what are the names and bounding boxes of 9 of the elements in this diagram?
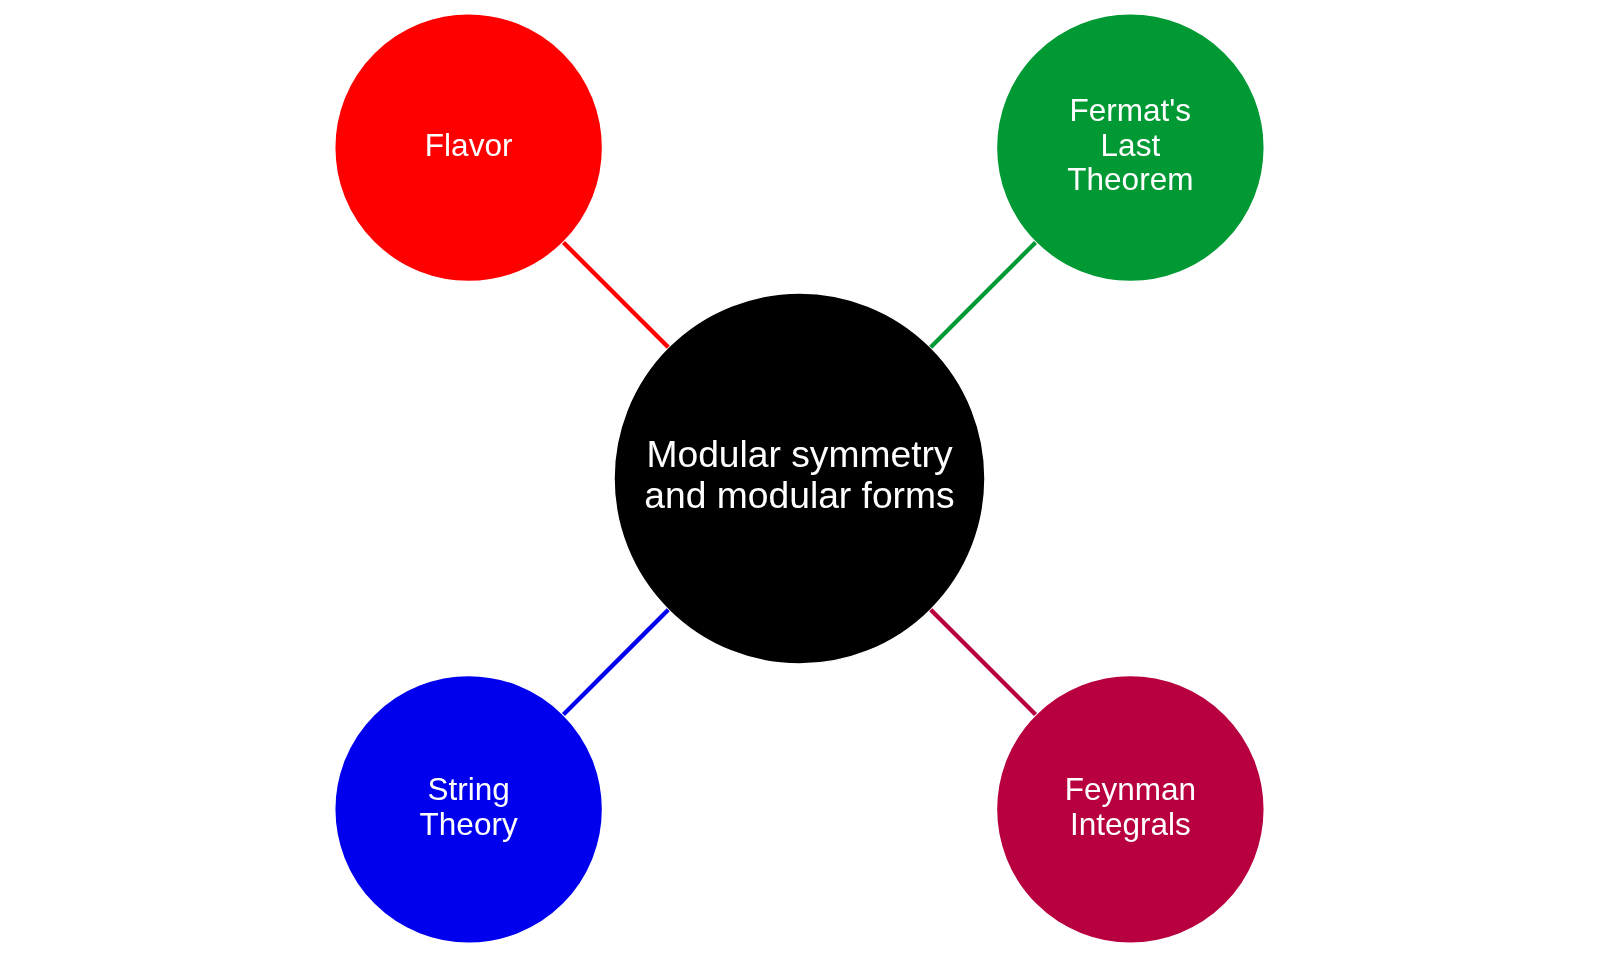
connector — [561, 608, 670, 717]
node-circle: Modular symmetry and modular forms — [612, 292, 986, 665]
connector — [561, 241, 670, 349]
connector — [928, 608, 1037, 717]
connector — [928, 240, 1037, 349]
node-circle: String Theory — [333, 674, 603, 944]
node-circle: Feynman Integrals — [995, 674, 1265, 944]
node-circle: Fermat's Last Theorem — [995, 13, 1265, 283]
node-circle: Flavor — [333, 13, 603, 283]
